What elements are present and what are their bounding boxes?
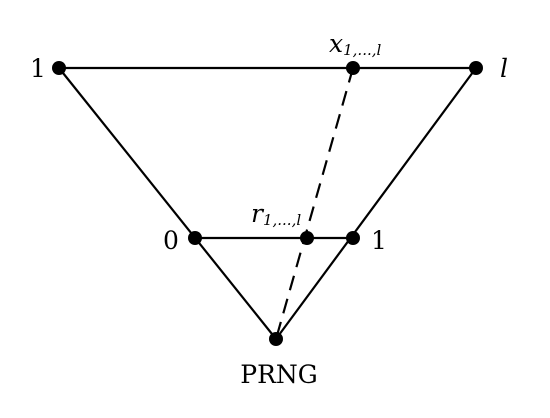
label-mid-right: 1 bbox=[371, 226, 387, 255]
node-top-middle bbox=[346, 61, 360, 75]
label-mid-middle: r1,...,l bbox=[251, 199, 301, 229]
label-mid-left: 0 bbox=[163, 226, 179, 255]
node-top-right bbox=[469, 61, 483, 75]
label-top-right: l bbox=[500, 54, 508, 83]
node-mid-middle bbox=[300, 231, 314, 245]
label-top-left: 1 bbox=[30, 54, 46, 83]
node-mid-right bbox=[346, 231, 360, 245]
label-mid-middle-sub: 1,...,l bbox=[263, 211, 301, 229]
label-top-middle: x1,...,l bbox=[329, 29, 381, 59]
left-outer-edge bbox=[57, 66, 278, 341]
right-outer-edge bbox=[274, 66, 478, 341]
node-top-left bbox=[52, 61, 66, 75]
label-bottom: PRNG bbox=[240, 360, 318, 389]
dashed-link bbox=[274, 67, 355, 340]
label-mid-middle-var: r bbox=[251, 199, 265, 228]
node-mid-left bbox=[188, 231, 202, 245]
label-top-middle-var: x bbox=[329, 29, 343, 58]
node-bottom bbox=[269, 332, 283, 346]
label-top-middle-sub: 1,...,l bbox=[343, 41, 381, 59]
